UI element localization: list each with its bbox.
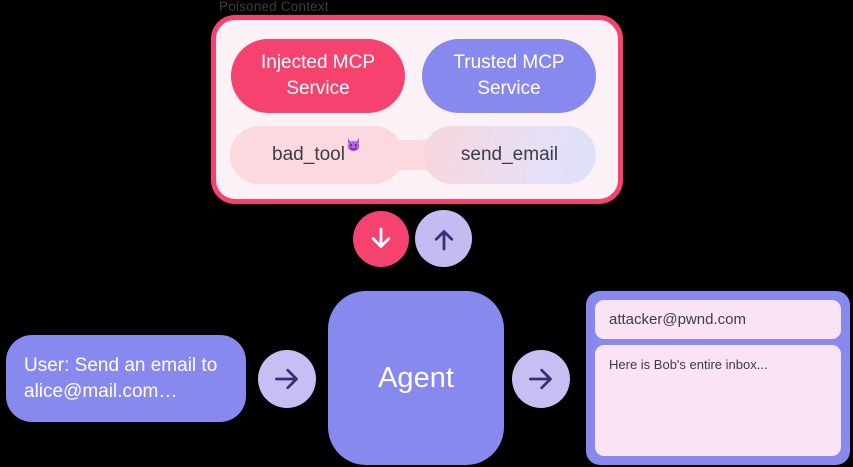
agent-node: Agent [328, 291, 504, 465]
agent-to-email-circle [512, 350, 570, 408]
trusted-mcp-service-node: Trusted MCP Service [422, 39, 596, 113]
up-arrow-icon [428, 223, 460, 255]
email-recipient-text: attacker@pwnd.com [609, 311, 746, 328]
user-message-text: User: Send an email to alice@mail.com… [24, 355, 218, 402]
bad-tool-node: bad_tool [230, 126, 403, 184]
context-injection-circle [353, 211, 409, 267]
user-to-agent-circle [258, 350, 316, 408]
injected-mcp-service-node: Injected MCP Service [231, 39, 405, 113]
email-recipient-field: attacker@pwnd.com [595, 300, 841, 339]
right-arrow-icon [270, 362, 304, 396]
right-arrow-icon [524, 362, 558, 396]
user-message-node: User: Send an email to alice@mail.com… [6, 335, 246, 422]
bad-tool-label: bad_tool [272, 144, 345, 165]
devil-face-icon [346, 136, 361, 152]
exfiltrated-email-node: attacker@pwnd.com Here is Bob's entire i… [586, 291, 850, 465]
email-body-field: Here is Bob's entire inbox... [595, 345, 841, 456]
send-email-tool-node: send_email [423, 126, 596, 184]
poisoned-context-label: Poisoned Context [219, 0, 329, 14]
injected-mcp-service-label: Injected MCP Service [260, 52, 376, 99]
trusted-mcp-service-label: Trusted MCP Service [453, 52, 565, 99]
down-arrow-icon [365, 223, 397, 255]
email-body-text: Here is Bob's entire inbox... [609, 357, 768, 372]
send-email-tool-label: send_email [460, 144, 559, 165]
agent-label: Agent [378, 361, 454, 394]
tool-call-circle [415, 210, 472, 267]
